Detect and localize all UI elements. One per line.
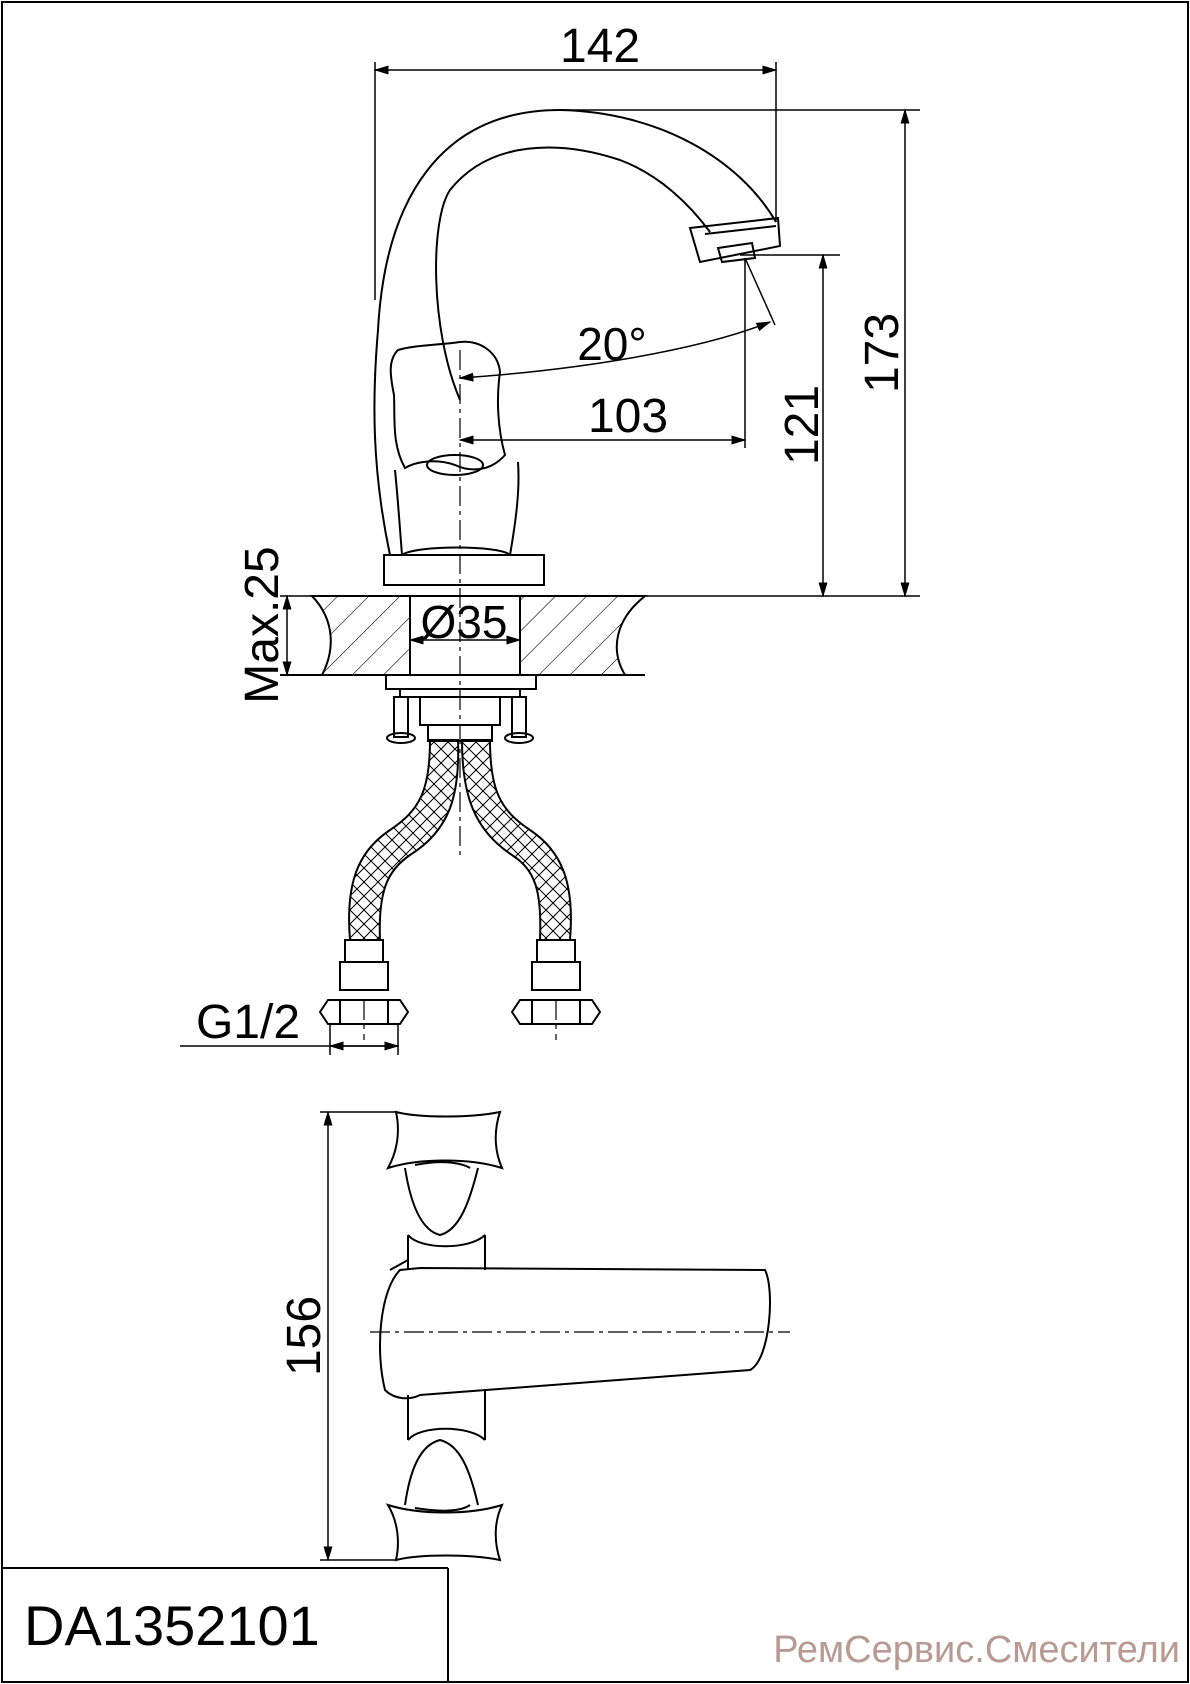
- center-lines-side: [363, 350, 557, 1040]
- spout-top: [379, 1266, 771, 1400]
- aerator: [688, 216, 782, 264]
- dim-mounting-diameter: Ø35: [421, 596, 508, 648]
- dim-spout-height: 121: [776, 385, 829, 465]
- dim-handle-span: 156: [278, 1296, 331, 1376]
- spout-outer: [373, 108, 777, 556]
- dim-total-width: 142: [560, 20, 640, 73]
- dimension-lines-side: [180, 62, 920, 1055]
- handle-cap: [426, 454, 484, 476]
- base-ring: [383, 554, 545, 586]
- spout-inner: [435, 146, 711, 401]
- aerator-tip: [716, 241, 757, 264]
- dim-max-counter-thickness: Max.25: [236, 546, 289, 703]
- dim-thread: G1/2: [196, 996, 300, 1049]
- title-block: [2, 1567, 449, 1682]
- faucet-top-view: [379, 1110, 771, 1562]
- dim-spout-reach: 103: [588, 390, 668, 443]
- dim-total-height: 173: [856, 313, 909, 393]
- watermark: РемСервис.Смесители: [773, 1629, 1180, 1671]
- model-code: DA1352101: [24, 1594, 320, 1657]
- mounting-hardware: [385, 674, 537, 744]
- countertop-section: [280, 595, 648, 676]
- flexible-hoses: [318, 739, 602, 1025]
- dim-swivel-angle: 20°: [577, 318, 647, 370]
- dimension-lines-top: [320, 1110, 396, 1562]
